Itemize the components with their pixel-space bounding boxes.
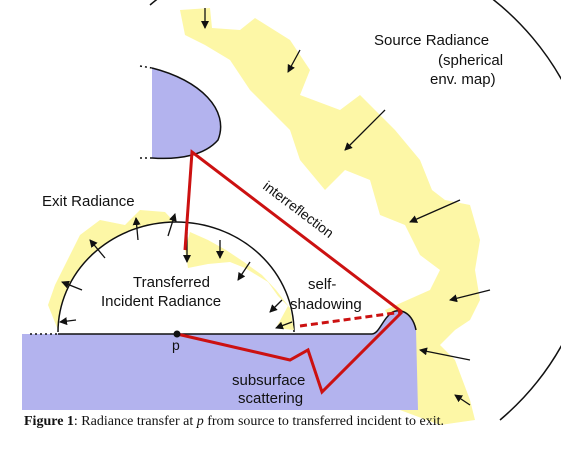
occluder-shape <box>152 68 221 159</box>
environment-sphere-arc <box>149 0 561 421</box>
occluder-dotted-top <box>139 65 153 69</box>
transferred-incident-lobes <box>185 232 294 330</box>
self-shadowing-label-line1: self- <box>308 276 336 293</box>
figure-caption: Figure 1: Radiance transfer at p from so… <box>24 414 544 430</box>
subsurface-label-line1: subsurface <box>232 372 305 389</box>
caption-figure-label: Figure 1 <box>24 414 74 429</box>
exit-radiance-label: Exit Radiance <box>42 193 135 210</box>
source-radiance-label-line3: env. map) <box>430 71 496 88</box>
surface-outline <box>58 310 417 335</box>
point-p-label: p <box>172 337 180 353</box>
caption-p: p <box>196 414 204 429</box>
exit-radiance-arrows <box>59 213 177 326</box>
transferred-label-line2: Incident Radiance <box>101 293 221 310</box>
self-shadowing-label-line2: shadowing <box>290 296 362 313</box>
interreflection-path <box>183 149 403 314</box>
caption-text-after-p: from source to transferred incident to e… <box>203 414 444 429</box>
source-radiance-label-line2: (spherical <box>438 52 503 69</box>
hemisphere-outline <box>57 221 295 333</box>
point-p-marker <box>173 330 181 338</box>
subsurface-scattering-path <box>176 310 404 395</box>
source-radiance-arrows <box>201 8 491 406</box>
light-paths <box>176 149 404 395</box>
occluder-outline <box>151 67 222 160</box>
transferred-label-line1: Transferred <box>133 274 210 291</box>
caption-text-before-p: : Radiance transfer at <box>73 414 197 429</box>
self-shadowing-path <box>299 310 403 328</box>
subsurface-label-line2: scattering <box>238 390 303 407</box>
source-radiance-label-line1: Source Radiance <box>374 32 489 49</box>
